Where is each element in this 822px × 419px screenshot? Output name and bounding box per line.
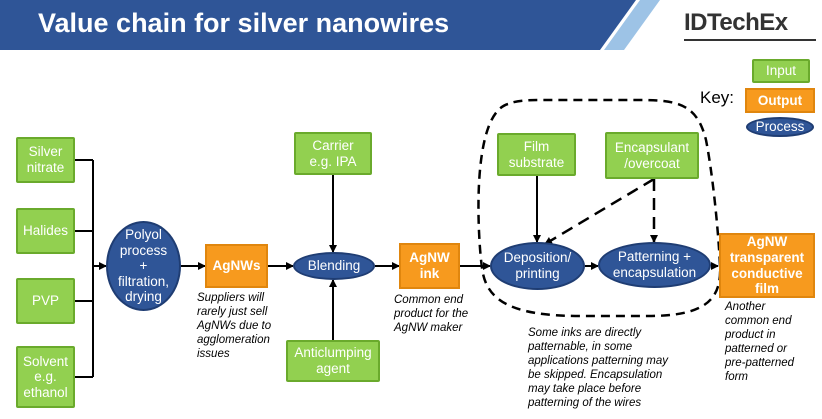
idtechex-logo: IDTechEx bbox=[684, 9, 788, 36]
logo-underline bbox=[684, 39, 816, 41]
key-output: Output bbox=[745, 88, 815, 113]
input-encapsulant: Encapsulant /overcoat bbox=[605, 132, 699, 179]
input-carrier: Carrier e.g. IPA bbox=[294, 132, 372, 175]
process-deposition: Deposition/ printing bbox=[490, 242, 585, 290]
header-banner bbox=[0, 0, 822, 50]
note-agnws: Suppliers will rarely just sell AgNWs du… bbox=[197, 292, 272, 361]
input-pvp: PVP bbox=[16, 278, 75, 324]
input-silver-nitrate: Silver nitrate bbox=[16, 137, 75, 183]
page-title: Value chain for silver nanowires bbox=[38, 8, 450, 38]
input-halides: Halides bbox=[16, 208, 75, 254]
input-film-substrate: Film substrate bbox=[497, 133, 576, 176]
key-label: Key: bbox=[700, 88, 735, 107]
note-film: Another common end product in patterned … bbox=[725, 301, 795, 384]
process-patterning: Patterning + encapsulation bbox=[598, 242, 711, 288]
process-polyol: Polyol process + filtration, drying bbox=[106, 221, 181, 311]
dashed-loop-outline bbox=[477, 98, 722, 318]
input-anticlumping: Anticlumping agent bbox=[286, 340, 380, 382]
input-bracket bbox=[75, 159, 94, 378]
input-solvent: Solvent e.g. ethanol bbox=[16, 346, 75, 408]
dashed-encapsulant-to-deposition bbox=[544, 177, 655, 246]
process-blending: Blending bbox=[293, 252, 375, 280]
key-process: Process bbox=[746, 117, 814, 137]
output-agnw-ink: AgNW ink bbox=[399, 243, 460, 289]
key-input: Input bbox=[752, 59, 810, 83]
output-agnws: AgNWs bbox=[205, 244, 268, 288]
output-transparent-film: AgNW transparent conductive film bbox=[719, 233, 815, 298]
note-patterning: Some inks are directly patternable, in s… bbox=[528, 327, 668, 410]
note-ink: Common end product for the AgNW maker bbox=[394, 294, 469, 335]
banner-shape bbox=[0, 0, 660, 50]
